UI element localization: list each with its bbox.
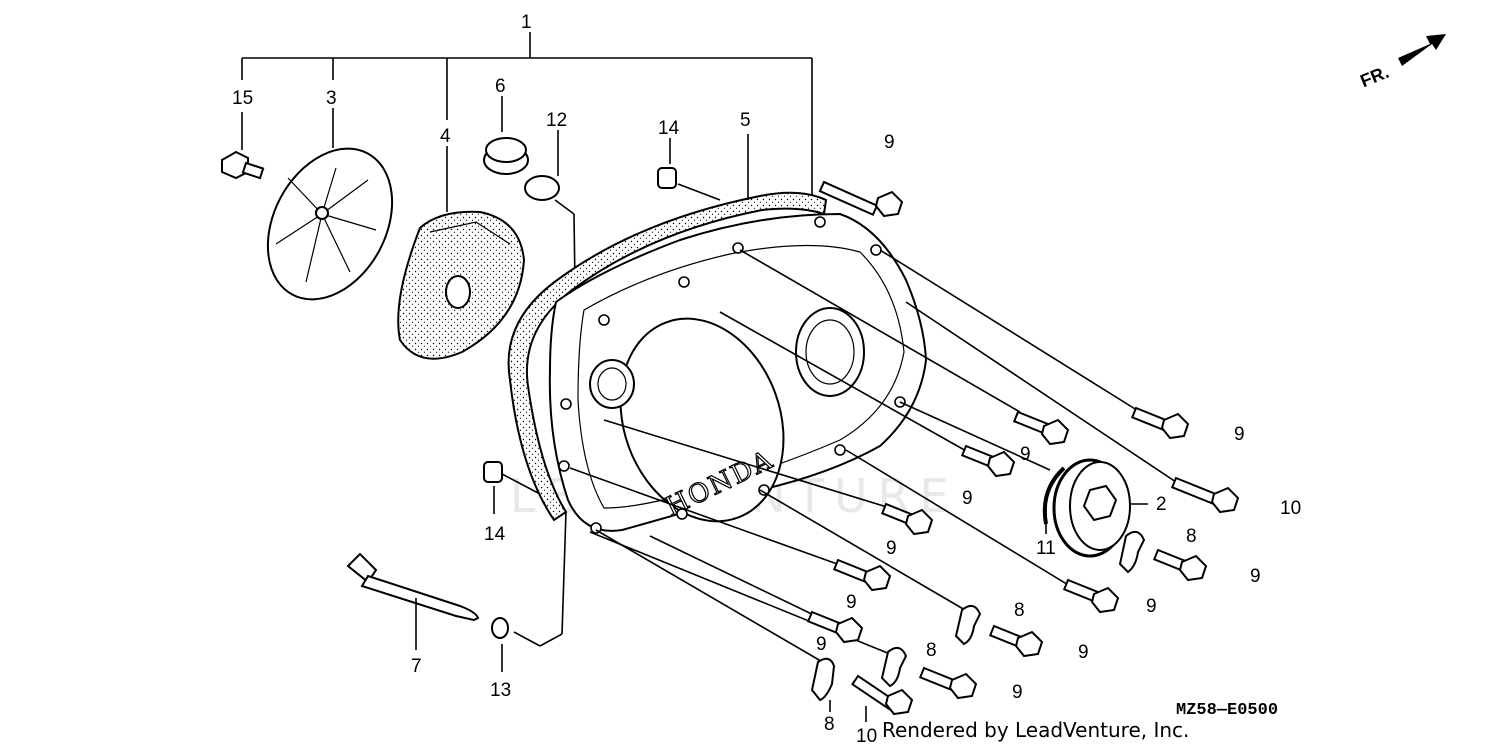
front-direction-arrow: FR. bbox=[1357, 34, 1446, 91]
bolt-9-f bbox=[832, 558, 892, 592]
callout-7: 7 bbox=[411, 656, 422, 677]
rendered-by-credit: Rendered by LeadVenture, Inc. bbox=[882, 718, 1189, 742]
callout-8-b: 8 bbox=[1014, 600, 1025, 621]
callout-9-d: 9 bbox=[886, 538, 897, 559]
bolt-9-d bbox=[880, 502, 934, 536]
clamp-8-c bbox=[880, 646, 908, 688]
assembly-bracket bbox=[241, 32, 813, 210]
callout-9-c: 9 bbox=[962, 488, 973, 509]
bolt-9-top bbox=[818, 180, 904, 218]
bolt-9-a bbox=[1130, 406, 1190, 440]
callout-4: 4 bbox=[440, 126, 451, 147]
clamp-8-d bbox=[810, 657, 836, 702]
o-ring-part-13 bbox=[491, 511, 567, 672]
bolt-9-c bbox=[960, 444, 1016, 478]
callout-10-b: 10 bbox=[856, 726, 877, 747]
clamp-8-b bbox=[954, 604, 982, 646]
filter-element-part-4 bbox=[397, 146, 526, 360]
bolt-set bbox=[806, 180, 1240, 716]
bolt-9-b bbox=[1012, 410, 1070, 446]
plug-part-2 bbox=[1052, 458, 1148, 558]
dowel-pin-part-14-bottom bbox=[483, 461, 541, 514]
callout-14-top: 14 bbox=[658, 118, 680, 139]
callout-2: 2 bbox=[1156, 494, 1167, 515]
callout-labels: 1 15 3 4 6 12 14 5 9 9 9 9 2 10 8 11 9 1… bbox=[232, 12, 1301, 747]
callout-9-b: 9 bbox=[1020, 444, 1031, 465]
callout-9-e: 9 bbox=[1250, 566, 1261, 587]
callout-13: 13 bbox=[490, 680, 511, 701]
callout-5: 5 bbox=[740, 110, 751, 131]
callout-9-g: 9 bbox=[1146, 596, 1157, 617]
bolt-part-15 bbox=[221, 112, 265, 180]
callout-8-c: 8 bbox=[926, 640, 937, 661]
bolt-9-g bbox=[1062, 578, 1120, 614]
callout-6: 6 bbox=[495, 76, 506, 97]
dipstick-part-7 bbox=[346, 552, 480, 650]
callout-9-j: 9 bbox=[1012, 682, 1023, 703]
callout-8-a: 8 bbox=[1186, 526, 1197, 547]
dowel-pin-part-14-top bbox=[657, 138, 721, 201]
callout-11: 11 bbox=[1036, 538, 1056, 559]
callout-9-h: 9 bbox=[1078, 642, 1089, 663]
clamp-set bbox=[810, 530, 1146, 702]
callout-15: 15 bbox=[232, 88, 253, 109]
bolt-9-e bbox=[1152, 548, 1208, 582]
o-ring-part-11 bbox=[1042, 466, 1066, 534]
callout-9-top: 9 bbox=[884, 132, 895, 153]
leader-lines bbox=[569, 249, 1177, 665]
bolt-9-h bbox=[988, 624, 1044, 658]
callout-14-bottom: 14 bbox=[484, 524, 506, 545]
callout-9-a: 9 bbox=[1234, 424, 1245, 445]
callout-10-a: 10 bbox=[1280, 498, 1301, 519]
callout-9-i: 9 bbox=[816, 634, 827, 655]
callout-9-f: 9 bbox=[846, 592, 857, 613]
front-direction-label: FR. bbox=[1357, 62, 1391, 91]
callout-12: 12 bbox=[546, 110, 567, 131]
bolt-9-i bbox=[806, 610, 864, 644]
filler-cap-part-6 bbox=[483, 96, 529, 175]
bolt-9-j bbox=[918, 666, 978, 700]
callout-3: 3 bbox=[326, 88, 337, 109]
cover-plate-part-3 bbox=[266, 108, 394, 301]
front-arrow-icon bbox=[1398, 34, 1446, 66]
bolt-10-b bbox=[851, 674, 914, 716]
clamp-8-a bbox=[1118, 530, 1146, 574]
callout-1: 1 bbox=[521, 12, 532, 33]
bolt-10-a bbox=[1170, 476, 1240, 514]
diagram-code: MZ58—E0500 bbox=[1176, 701, 1278, 720]
gasket-part-5 bbox=[507, 134, 828, 522]
callout-8-d: 8 bbox=[824, 714, 835, 735]
